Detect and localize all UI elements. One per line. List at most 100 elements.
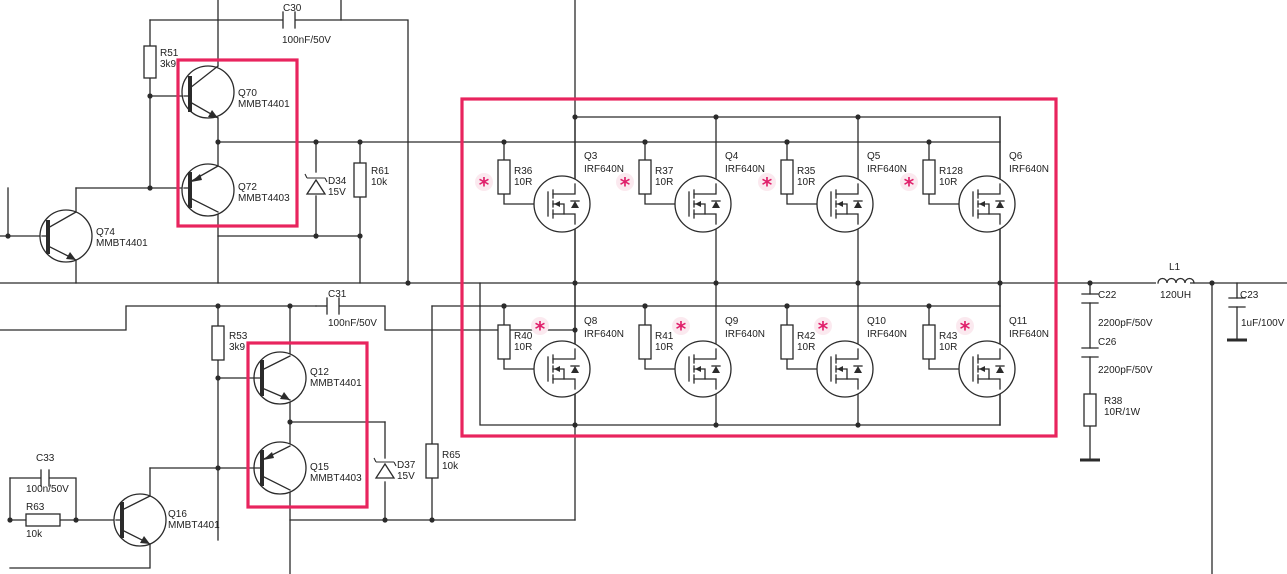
label-q12-value: MMBT4401	[310, 378, 362, 389]
label-r38-ref: R38	[1104, 396, 1123, 407]
label-r35-ref: R35	[797, 166, 816, 177]
label-c30-value: 100nF/50V	[282, 35, 331, 46]
star-marker-glow	[956, 317, 974, 335]
label-q10-ref: Q10	[867, 316, 886, 327]
label-q6-value: IRF640N	[1009, 164, 1049, 175]
capacitor-c30: C30 100nF/50V	[282, 3, 331, 46]
label-c31-ref: C31	[328, 289, 347, 300]
label-r65-value: 10k	[442, 461, 459, 472]
star-marker-glow	[616, 173, 634, 191]
junction-dots	[5, 93, 1215, 523]
label-r61-value: 10k	[371, 177, 388, 188]
label-q72-ref: Q72	[238, 182, 257, 193]
star-marker-q3: *	[479, 173, 490, 197]
label-q3-value: IRF640N	[584, 164, 624, 175]
resistor-r63: R63 10k	[25, 502, 61, 540]
label-q6-ref: Q6	[1009, 151, 1023, 162]
label-q74-value: MMBT4401	[96, 238, 148, 249]
label-d34-ref: D34	[328, 176, 347, 187]
star-marker-q9: *	[676, 317, 687, 341]
transistor-q12: Q12 MMBT4401	[253, 351, 362, 405]
label-r51-value: 3k9	[160, 59, 177, 70]
label-q4-ref: Q4	[725, 151, 739, 162]
label-l1-value: 120UH	[1160, 290, 1191, 301]
mosfet-array: R3610RQ3IRF640N*R3710RQ4IRF640N*R3510RQ5…	[475, 116, 1049, 426]
transistor-q74: Q74 MMBT4401	[39, 209, 148, 263]
star-marker-q6: *	[904, 173, 915, 197]
capacitor-c33: C33 100n/50V	[26, 453, 69, 495]
resistor-r128	[922, 159, 936, 195]
label-q8-value: IRF640N	[584, 329, 624, 340]
capacitor-c23: C23 1uF/100V	[1228, 290, 1285, 329]
transistor-q70: Q70 MMBT4401	[181, 65, 290, 119]
star-marker-glow	[758, 173, 776, 191]
label-q70-value: MMBT4401	[238, 99, 290, 110]
label-r35-value: 10R	[797, 177, 815, 188]
label-c23-value: 1uF/100V	[1241, 318, 1285, 329]
label-c30-ref: C30	[283, 3, 302, 14]
resistor-r42	[780, 324, 794, 360]
star-marker-glow	[900, 173, 918, 191]
highlight-box-q12-q15	[246, 341, 369, 509]
label-r36-ref: R36	[514, 166, 533, 177]
label-q11-value: IRF640N	[1009, 329, 1049, 340]
capacitor-c31: C31 100nF/50V	[326, 289, 377, 329]
zener-diode-d34: D34 15V	[304, 173, 347, 198]
label-q16-value: MMBT4401	[168, 520, 220, 531]
capacitor-c22: C22 2200pF/50V	[1081, 290, 1153, 329]
label-q9-ref: Q9	[725, 316, 739, 327]
label-r42-ref: R42	[797, 331, 816, 342]
label-r43-ref: R43	[939, 331, 958, 342]
label-q12-ref: Q12	[310, 367, 329, 378]
highlight-box-mosfet-array	[460, 97, 1058, 438]
label-q8-ref: Q8	[584, 316, 598, 327]
label-r128-ref: R128	[939, 166, 963, 177]
resistor-r41	[638, 324, 652, 360]
resistor-r43	[922, 324, 936, 360]
star-marker-glow	[531, 317, 549, 335]
label-c22-value: 2200pF/50V	[1098, 318, 1153, 329]
label-r36-value: 10R	[514, 177, 532, 188]
label-c33-value: 100n/50V	[26, 484, 69, 495]
label-q11-ref: Q11	[1009, 316, 1028, 327]
label-d34-value: 15V	[328, 187, 346, 198]
label-r40-ref: R40	[514, 331, 533, 342]
label-c26-ref: C26	[1098, 337, 1117, 348]
label-c31-value: 100nF/50V	[328, 318, 377, 329]
transistor-q16: Q16 MMBT4401	[113, 493, 220, 547]
highlight-box-q70-q72	[176, 58, 299, 228]
resistor-r35	[780, 159, 794, 195]
label-r41-ref: R41	[655, 331, 674, 342]
zener-diode-d37: D37 15V	[373, 457, 416, 482]
label-q9-value: IRF640N	[725, 329, 765, 340]
label-q72-value: MMBT4403	[238, 193, 290, 204]
star-marker-q10: *	[818, 317, 829, 341]
highlight-boxes	[176, 58, 1058, 509]
label-q4-value: IRF640N	[725, 164, 765, 175]
label-q5-value: IRF640N	[867, 164, 907, 175]
label-r128-value: 10R	[939, 177, 957, 188]
label-c26-value: 2200pF/50V	[1098, 365, 1153, 376]
label-r53-value: 3k9	[229, 342, 246, 353]
star-marker-glow	[475, 173, 493, 191]
label-q74-ref: Q74	[96, 227, 115, 238]
transistor-q72: Q72 MMBT4403	[181, 163, 290, 217]
resistor-r36	[497, 159, 511, 195]
label-r40-value: 10R	[514, 342, 532, 353]
inductor-l1: L1 120UH	[1156, 262, 1195, 301]
label-r42-value: 10R	[797, 342, 815, 353]
label-c22-ref: C22	[1098, 290, 1117, 301]
label-r51-ref: R51	[160, 48, 179, 59]
label-d37-value: 15V	[397, 471, 415, 482]
star-marker-q4: *	[620, 173, 631, 197]
label-r37-value: 10R	[655, 177, 673, 188]
label-c33-ref: C33	[36, 453, 55, 464]
